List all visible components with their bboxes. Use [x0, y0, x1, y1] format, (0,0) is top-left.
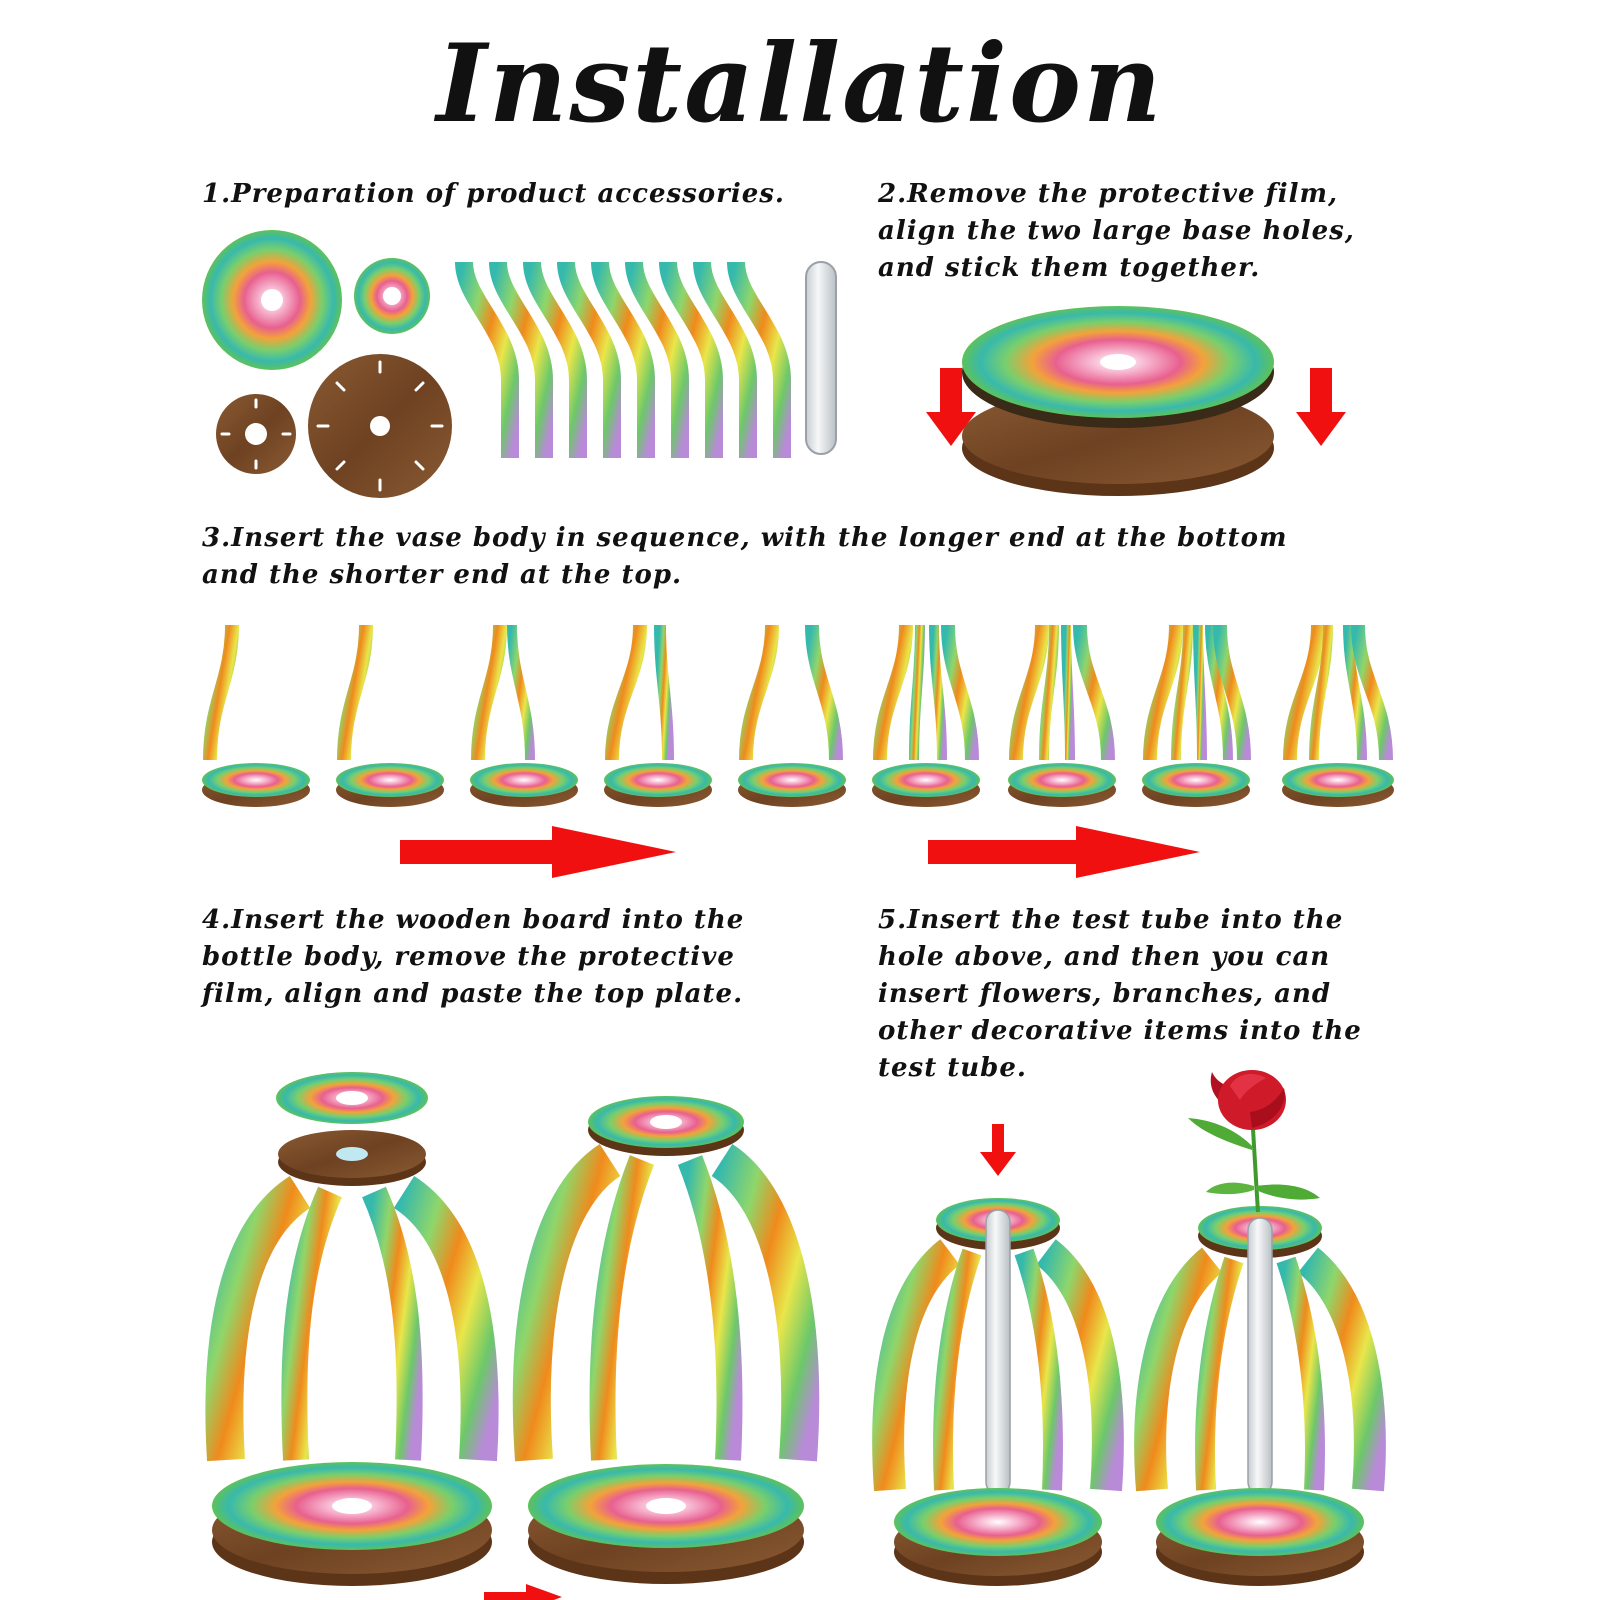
leaf: [1206, 1182, 1254, 1195]
step-4-text: 4.Insert the wooden board into the bottl…: [202, 905, 745, 1009]
step-5-vase-b: [1134, 1070, 1386, 1586]
sequence-stage: [202, 624, 310, 807]
sequence-row: [202, 624, 1394, 878]
down-arrow-left: [926, 368, 976, 446]
sequence-stage: [470, 624, 578, 807]
base-assembly: [926, 306, 1346, 496]
accessories-group: [202, 230, 837, 498]
down-arrow-right: [1296, 368, 1346, 446]
disc-hole: [245, 423, 267, 445]
sequence-stage: [1142, 624, 1251, 807]
down-arrow-small: [980, 1124, 1016, 1176]
sequence-stage: [872, 624, 980, 807]
step-4-vase-a: [205, 1072, 499, 1586]
test-tube: [805, 261, 837, 455]
sequence-stage: [738, 624, 846, 807]
sequence-stage: [1282, 624, 1394, 807]
sequence-stage: [604, 624, 712, 807]
right-arrow: [928, 826, 1200, 878]
step-5-text: 5.Insert the test tube into the hole abo…: [878, 905, 1362, 1083]
disc-hole: [370, 416, 390, 436]
right-arrow: [400, 826, 676, 878]
leaf: [1188, 1118, 1252, 1150]
right-arrow-small: [484, 1584, 562, 1600]
page-title: Installation: [436, 21, 1164, 147]
sequence-stage: [1008, 624, 1116, 807]
step-3-text: 3.Insert the vase body in sequence, with…: [202, 523, 1288, 590]
leaf: [1256, 1184, 1320, 1200]
step-5-vase-a: [872, 1198, 1124, 1586]
sequence-stage: [336, 624, 444, 807]
disc-hole: [261, 289, 283, 311]
step-4-vase-b: [512, 1096, 820, 1584]
step-1-text: 1.Preparation of product accessories.: [202, 179, 785, 209]
disc-hole: [383, 287, 401, 305]
step-2-text: 2.Remove the protective film, align the …: [878, 179, 1355, 283]
